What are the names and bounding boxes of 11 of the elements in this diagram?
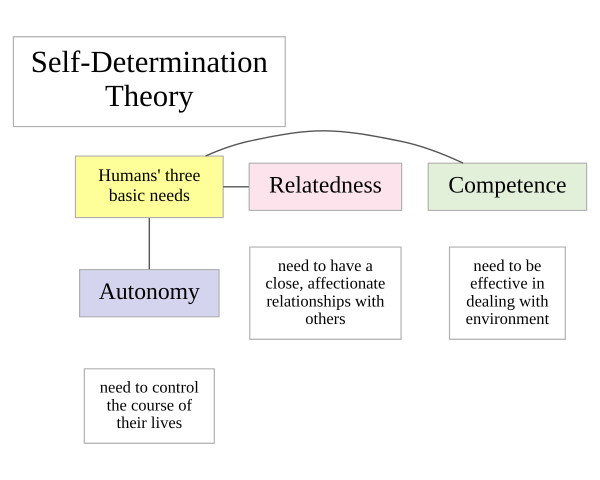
node-box: Self-Determination Theory	[12, 36, 286, 128]
node-box: Competence	[428, 162, 588, 212]
connector	[205, 130, 464, 164]
node-box: Humans' three basic needs	[74, 156, 224, 218]
node-box: need to control the course of their lives	[84, 368, 215, 444]
node-box: need to be effective in dealing with environment	[448, 246, 566, 340]
node-box: Autonomy	[79, 268, 220, 318]
connector	[148, 218, 150, 270]
node-box: need to have a close, affectionate relationships with others	[249, 246, 402, 340]
connector	[223, 186, 249, 188]
node-box: Relatedness	[248, 162, 402, 212]
